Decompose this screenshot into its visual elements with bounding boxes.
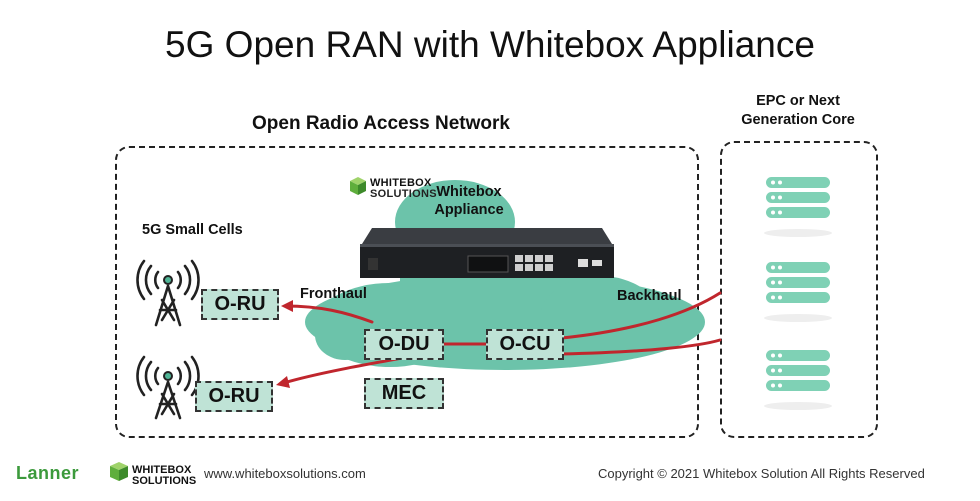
core-title-line1: EPC or Next [756,93,840,109]
footer-brand-line1: WHITEBOX [132,464,192,476]
server-icon [764,262,832,322]
footer-brand-logo: WHITEBOX SOLUTIONS [132,465,196,487]
server-icon [764,177,832,237]
backhaul-link-bottom [560,338,722,356]
server-icon [764,350,832,410]
ocu-node[interactable]: O-CU [486,329,564,360]
backhaul-label: Backhaul [617,288,682,304]
fronthaul-link-top [283,304,374,324]
mec-node[interactable]: MEC [364,378,444,409]
footer-copyright: Copyright © 2021 Whitebox Solution All R… [598,466,925,481]
arrowhead-top [281,300,293,312]
core-boundary [720,141,878,438]
page-title: 5G Open RAN with Whitebox Appliance [165,24,815,65]
ran-section-title: Open Radio Access Network [252,113,510,134]
whitebox-appliance-device [360,228,614,278]
appliance-brand-logo: WHITEBOX SOLUTIONS [370,178,437,200]
oru-node-top[interactable]: O-RU [201,289,279,320]
ran-boundary [115,146,699,438]
cell-tower-icon [136,259,200,327]
appliance-label: Whitebox Appliance [424,183,514,219]
footer-brand-line2: SOLUTIONS [132,475,197,487]
fronthaul-label: Fronthaul [300,286,367,302]
cell-tower-icon [136,355,200,420]
appliance-label-line1: Whitebox [436,184,502,200]
appliance-brand-line2: SOLUTIONS [370,188,437,200]
arrowhead-bottom [276,376,290,388]
whitebox-logo-icon [350,177,366,195]
backhaul-link-top [560,291,722,340]
odu-node[interactable]: O-DU [364,329,444,360]
appliance-label-line2: Appliance [434,202,504,218]
whitebox-logo-icon [110,462,128,481]
lanner-logo: Lanner [16,463,80,483]
appliance-brand-line1: WHITEBOX [370,177,432,189]
oru-node-bottom[interactable]: O-RU [195,381,273,412]
core-section-title: EPC or Next Generation Core [720,92,876,130]
footer-url[interactable]: www.whiteboxsolutions.com [204,466,366,481]
core-title-line2: Generation Core [741,112,855,128]
small-cells-label: 5G Small Cells [142,222,243,238]
